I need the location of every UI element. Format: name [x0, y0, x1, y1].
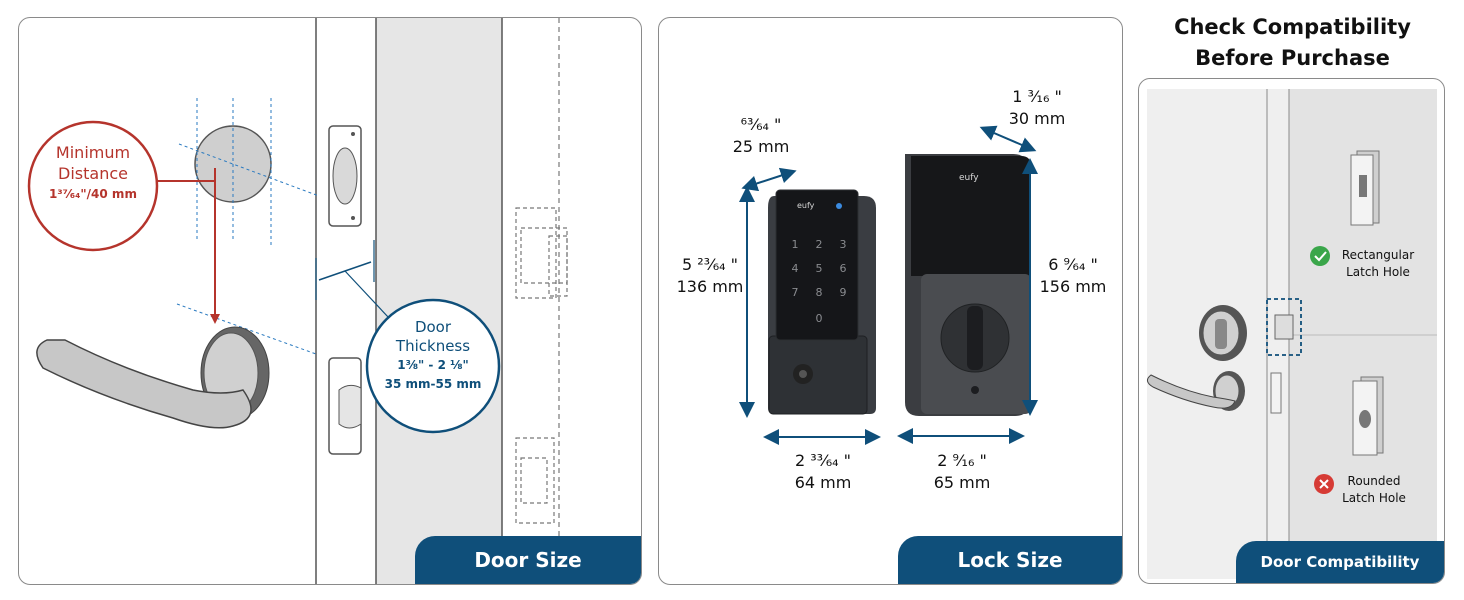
deadbolt-hole: [178, 98, 320, 246]
interior-width-metric: 65 mm: [933, 473, 991, 492]
lock-size-tab: Lock Size: [898, 536, 1122, 584]
rectangular-label-line1: Rectangular: [1341, 248, 1415, 262]
keypad-keys: 1 2 3 4 5 6 7 8 9 0: [792, 238, 847, 325]
mini-lock: [1199, 305, 1282, 414]
latch-plate-bottom: [328, 357, 362, 455]
keypad-width-imperial: 2 ³³⁄₆₄ ": [794, 451, 852, 470]
thickness-metric: 35 mm-55 mm: [384, 377, 482, 391]
interior-width-imperial: 2 ⁹⁄₁₆ ": [937, 451, 987, 470]
door-compatibility-tab: Door Compatibility: [1236, 541, 1444, 583]
lock-illustration: 1 2 3 4 5 6 7 8 9 0 eufy eufy: [739, 125, 1038, 445]
keypad-depth-label: ⁶³⁄₆₄ " 25 mm: [721, 114, 801, 158]
keypad-key: 4: [792, 262, 799, 275]
keypad-height-metric: 136 mm: [676, 277, 744, 296]
keypad-key: 1: [792, 238, 799, 251]
rectangular-label-line2: Latch Hole: [1346, 265, 1410, 279]
interior-width-label: 2 ⁹⁄₁₆ " 65 mm: [919, 450, 1005, 494]
strike-plate-top: [328, 125, 362, 227]
compatibility-heading: Check Compatibility Before Purchase: [1140, 12, 1445, 74]
interior-depth-imperial: 1 ³⁄₁₆ ": [1012, 87, 1062, 106]
keypad-key: 9: [840, 286, 847, 299]
keypad-indicator: [836, 203, 842, 209]
heading-line-1: Check Compatibility: [1174, 15, 1411, 39]
min-distance-label: Minimum Distance 1³⁷⁄₆₄"/40 mm: [29, 142, 157, 205]
rounded-label-line1: Rounded: [1347, 474, 1401, 488]
thickness-label: Door Thickness 1⅜" - 2 ⅛" 35 mm-55 mm: [367, 318, 499, 394]
heading-line-2: Before Purchase: [1195, 46, 1390, 70]
keypad-depth-metric: 25 mm: [732, 137, 790, 156]
interior-height-label: 6 ⁹⁄₆₄ " 156 mm: [1031, 254, 1115, 298]
door-size-tab: Door Size: [415, 536, 641, 584]
keypad-key: 0: [816, 312, 823, 325]
rectangular-label: Rectangular Latch Hole: [1335, 247, 1421, 281]
keypad-unit: [768, 189, 876, 415]
rounded-latch-plate: [1352, 376, 1384, 456]
door-illustration: [27, 18, 568, 584]
keypad-brand: eufy: [797, 201, 815, 210]
min-distance-line1: Minimum: [55, 143, 131, 162]
interior-depth-label: 1 ³⁄₁₆ " 30 mm: [997, 86, 1077, 130]
door-size-panel: Minimum Distance 1³⁷⁄₆₄"/40 mm Door Thic…: [18, 17, 642, 585]
door-compatibility-panel: Rectangular Latch Hole Rounded Latch Hol…: [1138, 78, 1445, 584]
thickness-line1: Door: [414, 318, 452, 336]
keypad-depth-imperial: ⁶³⁄₆₄ ": [740, 115, 782, 134]
min-distance-value: 1³⁷⁄₆₄"/40 mm: [49, 187, 137, 201]
keypad-width-label: 2 ³³⁄₆₄ " 64 mm: [779, 450, 867, 494]
mini-handle: [1147, 371, 1245, 411]
dashed-strike: [515, 207, 568, 524]
keypad-width-metric: 64 mm: [794, 473, 852, 492]
keypad-height-label: 5 ²³⁄₆₄ " 136 mm: [667, 254, 753, 298]
rounded-label: Rounded Latch Hole: [1335, 473, 1413, 507]
thickness-callout: [365, 298, 501, 434]
check-icon: [1310, 246, 1330, 266]
interior-depth-metric: 30 mm: [1008, 109, 1066, 128]
interior-unit: eufy: [905, 154, 1031, 416]
min-distance-line2: Distance: [58, 164, 128, 183]
interior-height-metric: 156 mm: [1039, 277, 1107, 296]
min-distance-callout: [27, 120, 159, 252]
keypad-key: 2: [816, 238, 823, 251]
keypad-key: 3: [840, 238, 847, 251]
compat-illustration: [1147, 89, 1437, 579]
thickness-arrow: [315, 240, 390, 319]
keypad-height-imperial: 5 ²³⁄₆₄ ": [681, 255, 739, 274]
rectangular-latch-plate: [1350, 150, 1380, 226]
keypad-key: 8: [816, 286, 823, 299]
door-handle: [36, 303, 317, 429]
thickness-imperial: 1⅜" - 2 ⅛": [397, 358, 469, 372]
keypad-key: 7: [792, 286, 799, 299]
rounded-label-line2: Latch Hole: [1342, 491, 1406, 505]
keypad-key: 6: [840, 262, 847, 275]
latch-highlight: [1266, 298, 1302, 356]
interior-brand: eufy: [959, 173, 979, 183]
thickness-line2: Thickness: [395, 337, 471, 355]
keypad-depth-arrow: [741, 167, 797, 192]
keypad-key: 5: [816, 262, 823, 275]
lock-size-panel: 1 2 3 4 5 6 7 8 9 0 eufy eufy ⁶³⁄₆₄ " 25 mm 5 ²³⁄…: [658, 17, 1123, 585]
interior-depth-arrow: [979, 125, 1037, 153]
interior-height-imperial: 6 ⁹⁄₆₄ ": [1048, 255, 1098, 274]
